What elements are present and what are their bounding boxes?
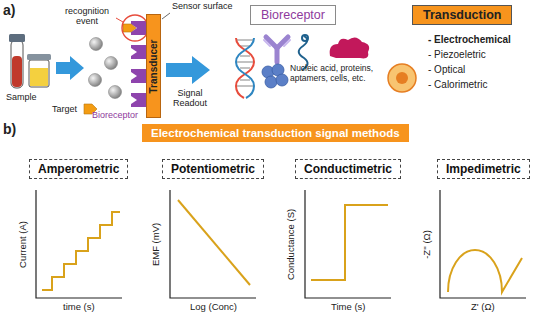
dna-rung (240, 79, 250, 80)
node-text: Conductimetric (304, 162, 392, 176)
node-text: Electrochemical transduction signal meth… (151, 127, 400, 139)
aptamer-loop (302, 35, 308, 41)
category-box: Bioreceptor (250, 5, 336, 25)
axis (305, 190, 391, 298)
node-text: Transduction (423, 8, 501, 22)
cup-lid (27, 54, 51, 60)
axis-label: time (s) (63, 302, 95, 313)
bioreceptor-symbol (131, 45, 146, 59)
dna-strand (236, 38, 254, 98)
dna-strand (236, 38, 254, 98)
sphere (89, 74, 102, 87)
dna-rung (237, 61, 253, 62)
part-label: Signal Readout (164, 88, 216, 109)
bioreceptor-symbol (131, 69, 146, 83)
antibody-light-chain (264, 40, 270, 46)
axis-label: -Z'' (Ω) (422, 230, 433, 259)
axis-label: Current (A) (18, 221, 29, 268)
tube-cap (9, 34, 25, 42)
sphere (105, 57, 118, 70)
list-item: - Optical (428, 64, 465, 76)
transducer-bar: Transducer (146, 14, 161, 118)
urine-cup (27, 54, 51, 87)
bioreceptor-symbol (131, 93, 146, 107)
chart-axes (36, 190, 526, 298)
axis-label: Time (s) (331, 302, 365, 313)
readout-arrow (166, 56, 210, 84)
note-text: Nucleic acid, proteins, aptamers, cells,… (290, 64, 385, 84)
node-text: Impedimetric (446, 162, 521, 176)
recognition-highlight (122, 15, 148, 41)
cell-membrane (388, 64, 416, 92)
blood-tube (9, 34, 25, 88)
axis-label: Log (Conc) (190, 302, 237, 313)
flow-arrow (56, 56, 84, 80)
leader-line (162, 13, 170, 19)
node-text: Transducer (148, 39, 159, 93)
tube-body (11, 40, 23, 88)
axis-label: Conductance (S) (286, 209, 297, 280)
part-label: Sample (6, 92, 37, 102)
section-banner: Electrochemical transduction signal meth… (142, 124, 409, 142)
list-item: - Electrochemical (428, 34, 511, 46)
category-box: Transduction (412, 5, 512, 25)
panel-letter: b) (3, 121, 16, 137)
potentiometric-curve (178, 200, 250, 285)
cell-icon (388, 64, 416, 92)
method-title: Impedimetric (437, 159, 530, 179)
node-text: Potentiometric (171, 162, 255, 176)
impedimetric-curve (448, 250, 522, 292)
conductimetric-curve (311, 205, 388, 280)
blood (12, 56, 22, 87)
axis-label: EMF (mV) (151, 223, 162, 266)
cell-nucleus (396, 72, 408, 84)
dna-rung (240, 67, 250, 68)
dna-icon (236, 38, 254, 98)
callout-label: Sensor surface (172, 1, 233, 11)
sphere (109, 86, 122, 99)
amperometric-curve (42, 212, 120, 290)
antibody-light-chain (284, 40, 290, 46)
axis-label: Z' (Ω) (471, 302, 495, 313)
list-item: - Piezoeletric (428, 49, 486, 61)
method-title: Amperometric (29, 159, 128, 179)
part-label: Bioreceptor (92, 110, 138, 120)
urine (30, 68, 48, 86)
part-label: Target (52, 104, 77, 114)
node-text: Bioreceptor (261, 8, 325, 22)
dna-rung (240, 55, 250, 56)
list-item: - Calorimetric (428, 79, 487, 91)
method-title: Potentiometric (162, 159, 264, 179)
axis (170, 190, 256, 298)
node-text: Amperometric (38, 162, 119, 176)
analyte-spheres (89, 38, 122, 99)
leader-line (116, 18, 123, 22)
immune-cell-icon (330, 37, 369, 58)
method-title: Conductimetric (295, 159, 401, 179)
antibody-icon (264, 37, 290, 62)
sphere (90, 38, 103, 51)
bound-target (123, 24, 136, 32)
axis (440, 190, 526, 298)
protein-icon (262, 64, 288, 88)
dna-rung (237, 85, 253, 86)
panel-letter: a) (3, 2, 15, 18)
axis (36, 190, 122, 298)
cup-body (29, 60, 49, 87)
protein-lobe (265, 76, 277, 88)
chart-curves (42, 200, 522, 292)
bioreceptors (131, 21, 146, 107)
protein-lobe (276, 74, 288, 86)
callout-label: recognition event (58, 6, 116, 27)
dna-rung (237, 39, 253, 40)
